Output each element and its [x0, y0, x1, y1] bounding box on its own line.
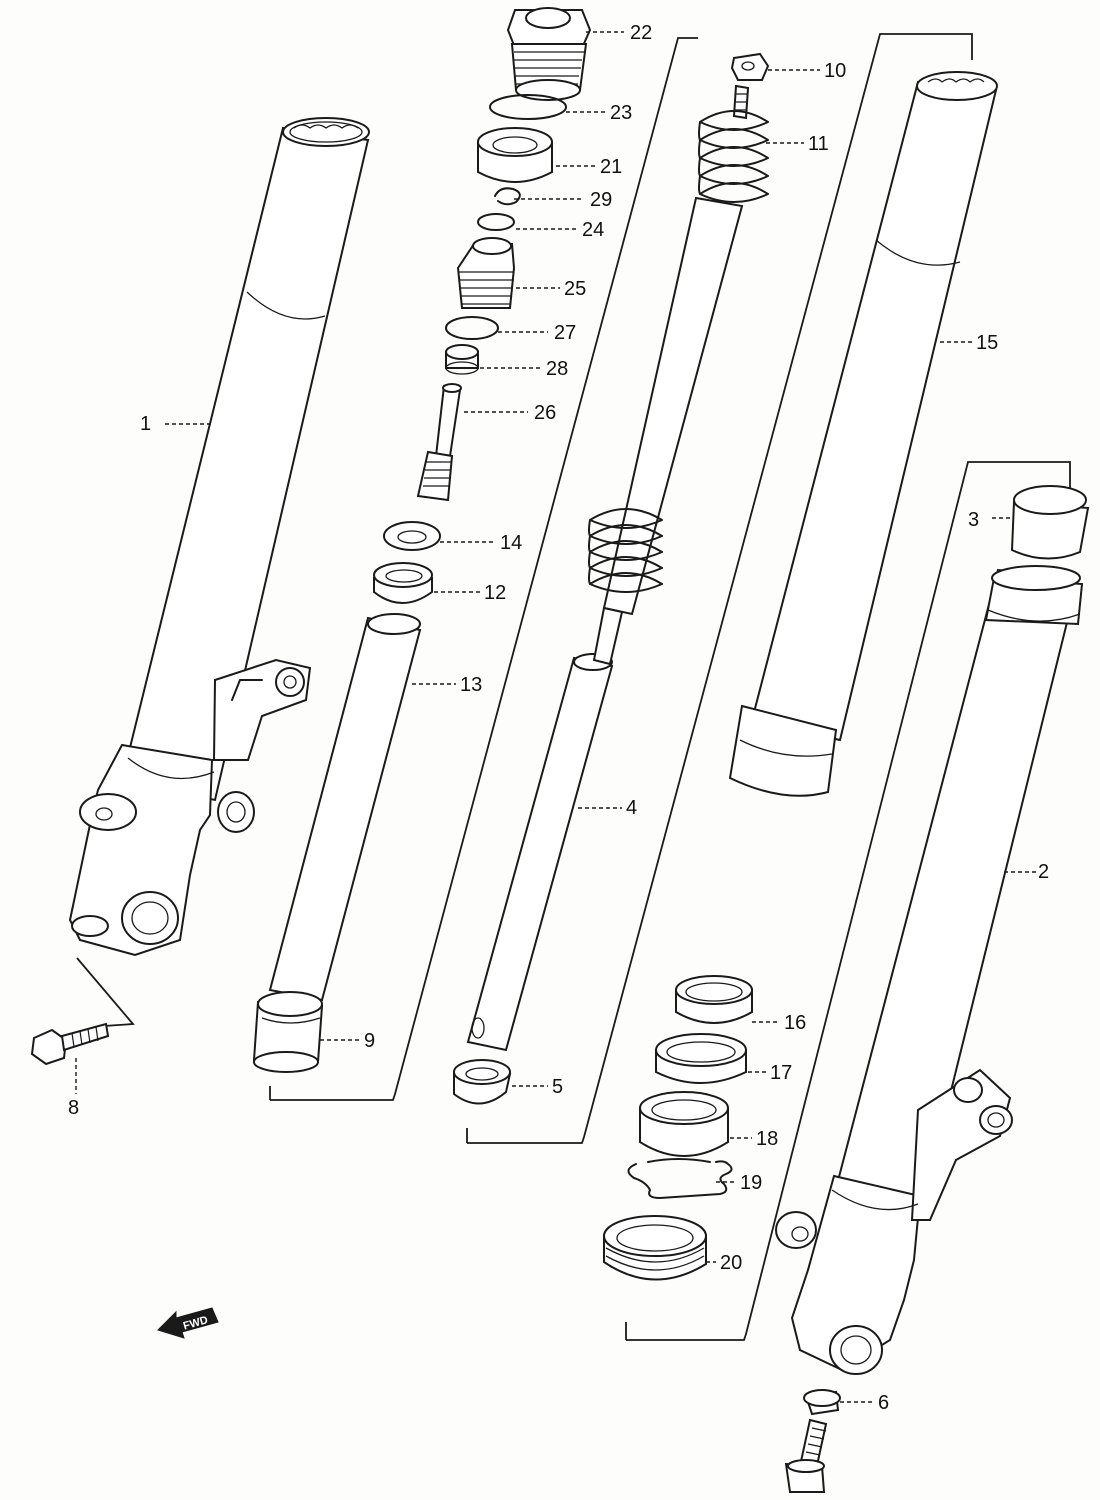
callout-10: 10: [824, 60, 847, 82]
fork-bottom-right: [775, 1068, 1013, 1375]
callout-6: 6: [878, 1392, 890, 1414]
forward-arrow-icon: FWD: [157, 1307, 219, 1339]
assembly-bracket-right: [625, 461, 1071, 1341]
rod-26: [416, 383, 462, 502]
ring-16: [675, 975, 753, 1024]
callout-2: 2: [1038, 861, 1050, 883]
inner-tube-13: [268, 613, 422, 1002]
assembly-bracket-center: [466, 33, 973, 1144]
callout-29: 29: [590, 189, 613, 211]
callout-13: 13: [460, 674, 483, 696]
assembly-bracket-bolt8: [76, 957, 135, 1027]
callout-23: 23: [610, 102, 633, 124]
callout-18: 18: [756, 1128, 779, 1150]
washer-14: [383, 521, 441, 551]
bolt-8: [30, 1022, 110, 1066]
ring-17: [655, 1033, 747, 1084]
callout-22: 22: [630, 22, 653, 44]
o-ring-23: [489, 94, 567, 120]
callout-17: 17: [770, 1062, 793, 1084]
callout-20: 20: [720, 1252, 743, 1274]
callout-27: 27: [554, 322, 577, 344]
leader-lines: [75, 31, 1036, 1403]
cap-bolt-22: [506, 7, 592, 101]
cylinder-4: [466, 606, 624, 1052]
outer-tube-right: [728, 71, 998, 797]
callout-28: 28: [546, 358, 569, 380]
adjuster-25: [456, 237, 516, 309]
assembly-bracket-center-left: [269, 37, 698, 1101]
collar-28: [445, 344, 479, 375]
callout-21: 21: [600, 156, 623, 178]
oil-seal-20: [603, 1215, 707, 1281]
callout-19: 19: [740, 1172, 763, 1194]
ring-18: [639, 1091, 729, 1157]
callout-25: 25: [564, 278, 587, 300]
bolt-lower-right: [784, 1418, 828, 1493]
callout-26: 26: [534, 402, 557, 424]
spring-11: [698, 84, 769, 203]
callout-8: 8: [68, 1097, 80, 1119]
slide-bushing-9: [252, 991, 324, 1073]
outer-tube-left: [120, 117, 370, 802]
spacer-21: [477, 127, 553, 183]
o-ring-27: [445, 316, 499, 340]
damper-rod: [602, 196, 744, 616]
callout-9: 9: [364, 1030, 376, 1052]
nut-10: [730, 52, 770, 81]
callout-5: 5: [552, 1076, 564, 1098]
callout-12: 12: [484, 582, 507, 604]
washer-6: [803, 1389, 841, 1416]
clip-19: [627, 1158, 733, 1199]
callout-14: 14: [500, 532, 523, 554]
callout-4: 4: [626, 797, 638, 819]
cap-ring-3: [1010, 485, 1090, 560]
washer-24: [477, 213, 515, 231]
bushing-12: [373, 562, 433, 604]
spring-lower: [588, 508, 663, 593]
callout-3: 3: [968, 509, 980, 531]
circlip-29: [494, 187, 521, 206]
fork-bottom-left: [68, 658, 312, 957]
callout-16: 16: [784, 1012, 807, 1034]
callout-15: 15: [976, 332, 999, 354]
callout-1: 1: [140, 413, 152, 435]
piece-5: [453, 1059, 512, 1105]
callout-24: 24: [582, 219, 605, 241]
callout-11: 11: [808, 133, 829, 155]
